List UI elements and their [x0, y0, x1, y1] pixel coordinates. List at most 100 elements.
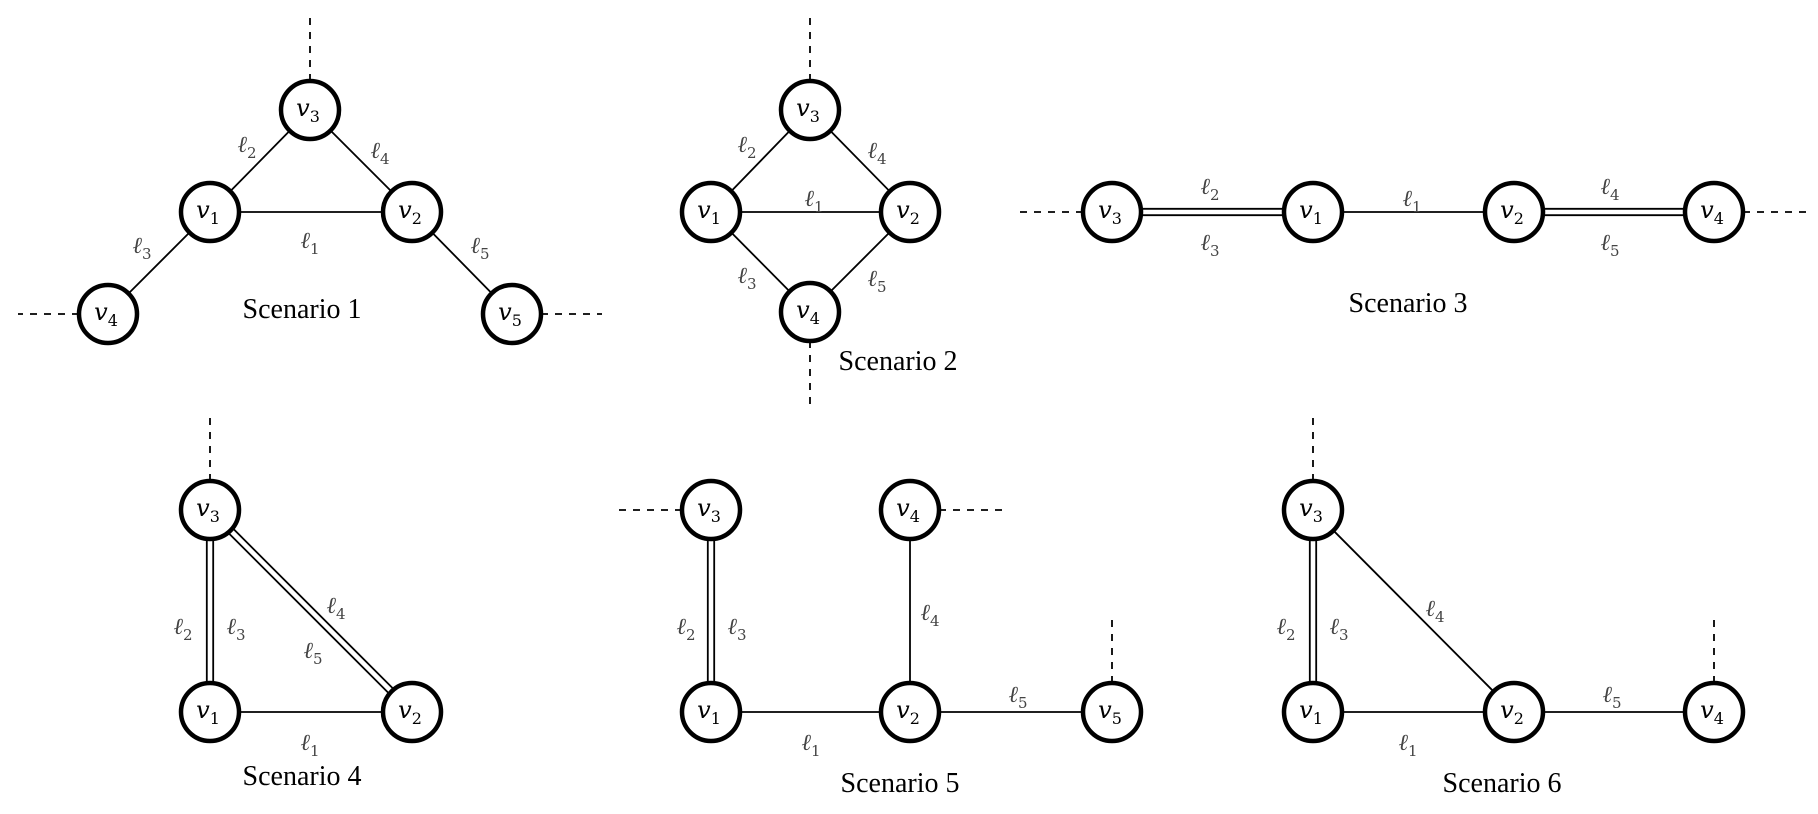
node-v3: v3 — [1080, 180, 1144, 244]
node-v3: v3 — [778, 78, 842, 142]
link-label-l4: ℓ4 — [326, 593, 345, 623]
link-v1-v3 — [730, 130, 791, 192]
node-circle — [1080, 180, 1144, 244]
scenario-caption: Scenario 2 — [839, 346, 958, 377]
node-circle — [878, 180, 942, 244]
link-label-l1: ℓ1 — [801, 730, 820, 760]
node-v2: v2 — [1482, 180, 1546, 244]
node-label: v4 — [796, 296, 820, 328]
link-label-l5: ℓ5 — [1008, 682, 1027, 712]
node-circle — [679, 680, 743, 744]
node-v1: v1 — [679, 680, 743, 744]
node-circle — [278, 78, 342, 142]
link-label-l4: ℓ4 — [867, 138, 886, 168]
scenario-caption: Scenario 1 — [243, 294, 362, 325]
node-v2: v2 — [380, 680, 444, 744]
link-v2-v5 — [431, 232, 493, 294]
node-label: v2 — [398, 196, 422, 228]
node-circle — [1281, 478, 1345, 542]
node-v1: v1 — [178, 680, 242, 744]
node-circle — [178, 180, 242, 244]
link-label-l2: ℓ2 — [737, 132, 756, 162]
link-label-l1: ℓ1 — [300, 228, 319, 258]
node-v4: v4 — [778, 280, 842, 344]
node-label: v4 — [896, 494, 920, 526]
link-label-l3: ℓ3 — [737, 263, 756, 293]
node-v3: v3 — [278, 78, 342, 142]
link-label-l4: ℓ4 — [1425, 596, 1444, 626]
link-label-l5: ℓ5 — [470, 233, 489, 263]
node-label: v3 — [296, 94, 320, 126]
node-v2: v2 — [878, 680, 942, 744]
link-label-l1: ℓ1 — [1402, 186, 1421, 216]
link-label-l5: ℓ5 — [1602, 682, 1621, 712]
link-v3-v2 — [329, 129, 393, 193]
node-circle — [1080, 680, 1144, 744]
node-v1: v1 — [679, 180, 743, 244]
node-circle — [778, 280, 842, 344]
node-v2: v2 — [878, 180, 942, 244]
node-circle — [380, 680, 444, 744]
link-label-l3: ℓ3 — [132, 233, 151, 263]
link-label-l5: ℓ5 — [1600, 230, 1619, 260]
scenario-caption: Scenario 5 — [841, 768, 960, 799]
node-label: v2 — [398, 696, 422, 728]
link-label-l1: ℓ1 — [300, 730, 319, 760]
link-label-l3: ℓ3 — [226, 614, 245, 644]
node-v4: v4 — [1682, 680, 1746, 744]
node-circle — [1482, 180, 1546, 244]
node-v3: v3 — [679, 478, 743, 542]
link-label-l3: ℓ3 — [727, 614, 746, 644]
node-v5: v5 — [1080, 680, 1144, 744]
node-circle — [1281, 680, 1345, 744]
link-label-l3: ℓ3 — [1200, 230, 1219, 260]
node-label: v2 — [896, 196, 920, 228]
node-label: v4 — [1700, 196, 1724, 228]
node-label: v3 — [1299, 494, 1323, 526]
link-label-l5: ℓ5 — [303, 638, 322, 668]
node-v3: v3 — [178, 478, 242, 542]
node-circle — [178, 680, 242, 744]
link-label-l1: ℓ1 — [1398, 730, 1417, 760]
node-circle — [1482, 680, 1546, 744]
scenario-caption: Scenario 3 — [1349, 288, 1468, 319]
link-label-l2: ℓ2 — [1200, 174, 1219, 204]
node-label: v2 — [896, 696, 920, 728]
node-label: v1 — [1299, 696, 1323, 728]
link-v3-v2 — [1332, 529, 1495, 693]
node-label: v1 — [196, 696, 220, 728]
node-circle — [778, 78, 842, 142]
node-circle — [480, 282, 544, 346]
node-v1: v1 — [1281, 180, 1345, 244]
node-v1: v1 — [1281, 680, 1345, 744]
scenario-caption: Scenario 4 — [243, 761, 362, 792]
node-circle — [878, 680, 942, 744]
node-v4: v4 — [1682, 180, 1746, 244]
node-v4: v4 — [76, 282, 140, 346]
node-circle — [380, 180, 444, 244]
node-label: v1 — [697, 196, 721, 228]
node-label: v5 — [498, 298, 522, 330]
node-label: v5 — [1098, 696, 1122, 728]
node-label: v3 — [1098, 196, 1122, 228]
link-label-l5: ℓ5 — [867, 266, 886, 296]
node-circle — [679, 180, 743, 244]
link-label-l3: ℓ3 — [1329, 614, 1348, 644]
link-label-l2: ℓ2 — [173, 614, 192, 644]
node-label: v2 — [1500, 196, 1524, 228]
node-label: v4 — [94, 298, 118, 330]
link-label-l2: ℓ2 — [1276, 614, 1295, 644]
link-v3-v2 — [829, 130, 891, 192]
node-v3: v3 — [1281, 478, 1345, 542]
node-label: v4 — [1700, 696, 1724, 728]
node-circle — [1682, 180, 1746, 244]
node-v2: v2 — [380, 180, 444, 244]
link-v4-v2 — [829, 231, 891, 293]
node-label: v2 — [1500, 696, 1524, 728]
node-circle — [76, 282, 140, 346]
